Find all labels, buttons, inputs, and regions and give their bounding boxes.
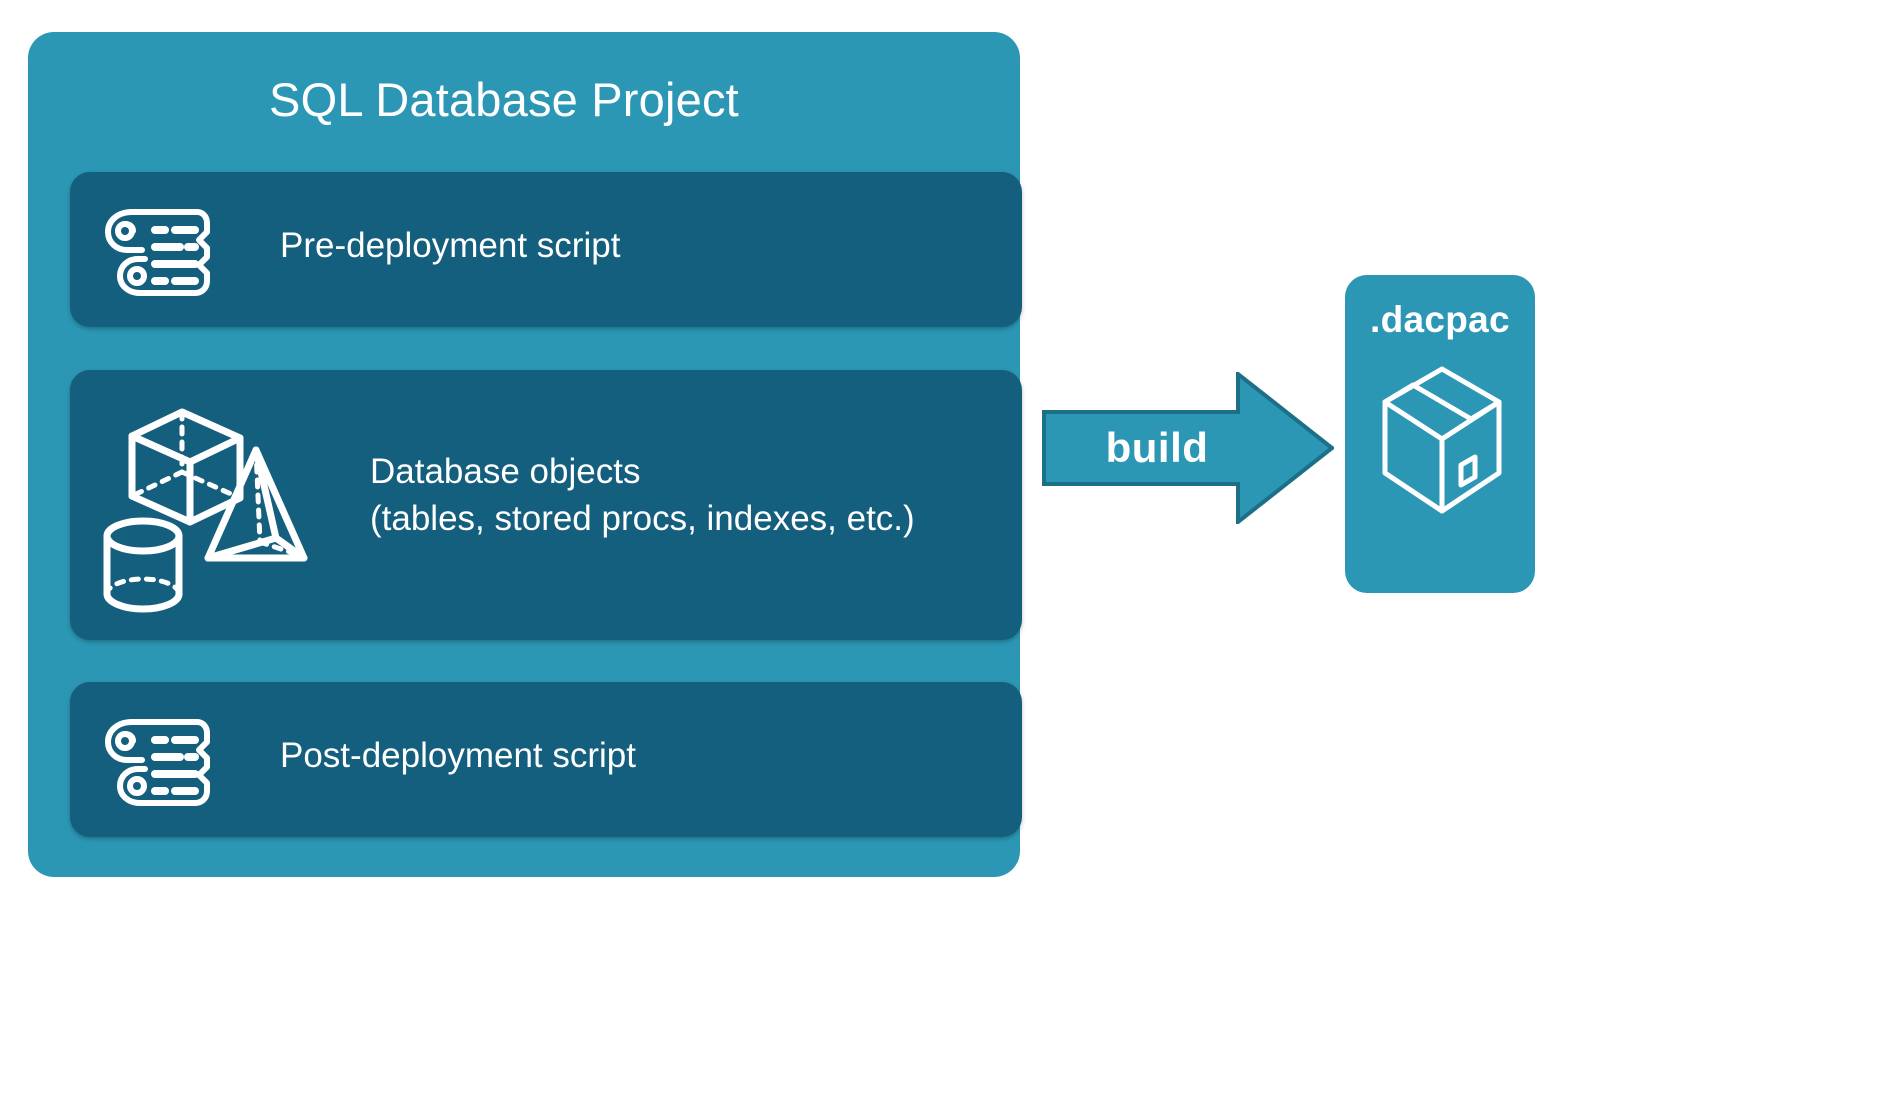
pyramid-shape xyxy=(204,446,308,562)
3d-shapes-icon xyxy=(90,390,350,625)
scroll-icon xyxy=(98,708,218,813)
package-box-icon xyxy=(1379,361,1505,519)
panel-label-database-objects: Database objects (tables, stored procs, … xyxy=(370,452,915,539)
dacpac-title: .dacpac xyxy=(1370,299,1510,340)
dacpac-output-box[interactable]: .dacpac xyxy=(1345,275,1535,593)
arrow-right-icon xyxy=(1042,369,1336,527)
cylinder-shape xyxy=(103,517,183,613)
sql-database-project-container: SQL Database Project xyxy=(28,32,1022,877)
page-title: SQL Database Project xyxy=(269,73,739,126)
cube-shape xyxy=(128,408,244,526)
scroll-icon xyxy=(98,198,218,303)
panel-label-pre-deployment: Pre-deployment script xyxy=(280,226,621,265)
panel-label-post-deployment: Post-deployment script xyxy=(280,736,636,775)
panel-database-objects[interactable]: Database objects (tables, stored procs, … xyxy=(70,370,1022,640)
panel-post-deployment[interactable]: Post-deployment script xyxy=(70,682,1022,837)
panel-pre-deployment[interactable]: Pre-deployment script xyxy=(70,172,1022,327)
